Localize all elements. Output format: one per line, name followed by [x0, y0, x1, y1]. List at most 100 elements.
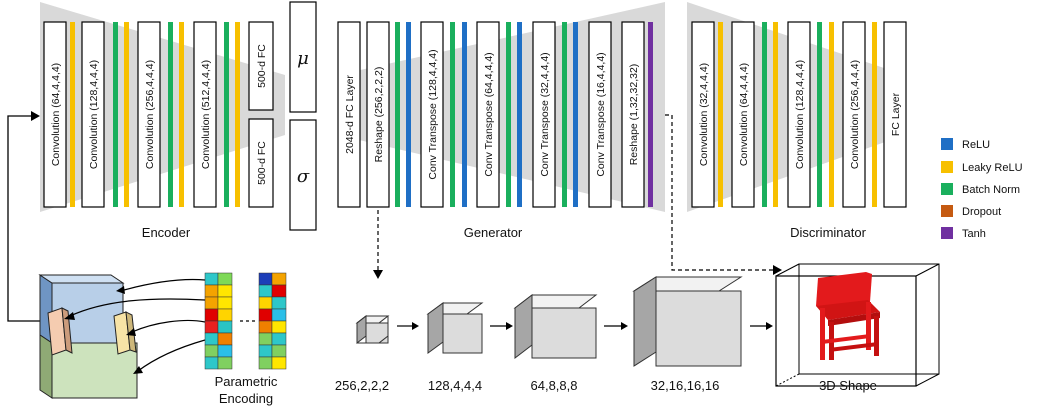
arrowhead-icon — [773, 265, 782, 275]
generator-convt-4 — [588, 21, 612, 208]
batch-norm-bar — [395, 22, 400, 207]
legend-swatch-relu — [941, 138, 953, 150]
volume-4-label: 32,16,16,16 — [651, 378, 720, 393]
sigma-box — [289, 119, 317, 231]
volume-2-face — [442, 313, 483, 354]
generator-convt-3-label: Conv Transpose (32,4,4,4) — [539, 52, 551, 176]
heatmap-cell — [258, 308, 273, 322]
fc-sigma-label: 500-d FC — [256, 141, 268, 185]
heatmap-cell — [271, 308, 287, 322]
volume-1-edge — [356, 315, 389, 344]
leaky-relu-bar — [829, 22, 834, 207]
generator-reshape-1-label: Reshape (256,2,2,2) — [373, 67, 385, 163]
parametric-label-line2: Encoding — [219, 391, 273, 406]
heatmap-cell — [271, 296, 287, 310]
batch-norm-bar — [762, 22, 767, 207]
volume-2-label: 128,4,4,4 — [428, 378, 482, 393]
heatmap-cell — [258, 296, 273, 310]
mu-box — [289, 1, 317, 113]
disc-conv-4-label: Convolution (256,4,4,4) — [849, 60, 861, 169]
heatmap-cell — [271, 284, 287, 298]
heatmap-cell — [217, 332, 233, 346]
heatmap-cell — [204, 320, 219, 334]
parametric-encoding-heatmap-2 — [258, 272, 287, 370]
legend-label-batch-norm: Batch Norm — [962, 184, 1020, 196]
volume-4-face — [655, 290, 742, 367]
heatmap-cell — [204, 272, 219, 286]
heatmap-cell — [217, 320, 233, 334]
batch-norm-bar — [817, 22, 822, 207]
leaky-relu-bar — [235, 22, 240, 207]
batch-norm-bar — [168, 22, 173, 207]
generator-reshape-2-label: Reshape (1,32,32,32) — [628, 64, 640, 166]
generator-block: 2048-d FC Layer Reshape (256,2,2,2) Conv… — [337, 2, 665, 240]
legend-label-relu: ReLU — [962, 139, 990, 151]
legend-label-dropout: Dropout — [962, 206, 1001, 218]
batch-norm-bar — [224, 22, 229, 207]
fc-sigma-box — [248, 118, 274, 208]
tanh-bar — [648, 22, 653, 207]
shape-cube-edge — [915, 263, 940, 277]
relu-bar — [517, 22, 522, 207]
heatmap-cell — [204, 344, 219, 358]
shape-cube-edge — [915, 373, 940, 387]
relu-bar — [462, 22, 467, 207]
voxel-chair-leg — [820, 308, 825, 360]
generator-to-shape-connector — [665, 114, 774, 271]
shape-cube-edge — [775, 373, 800, 387]
volume-1-face — [365, 322, 389, 344]
generator-reshape-1 — [366, 21, 390, 208]
parametric-arrows — [64, 279, 206, 374]
volume-3-label: 64,8,8,8 — [531, 378, 578, 393]
disc-conv-3-label: Convolution (128,4,4,4) — [794, 60, 806, 169]
volume-4-side — [633, 276, 657, 367]
encoder-conv-3 — [137, 21, 161, 208]
arrowhead-icon — [31, 111, 40, 121]
generator-convt-3 — [532, 21, 556, 208]
dashed-connectors — [373, 114, 782, 279]
legend: ReLU Leaky ReLU Batch Norm Dropout Tanh — [941, 138, 1023, 240]
parametric-encoding-heatmap-1 — [204, 272, 233, 370]
sigma-symbol: σ — [297, 166, 310, 187]
chair-backrest-top — [38, 274, 125, 284]
leaky-relu-bar — [179, 22, 184, 207]
encoder-conv-2 — [81, 21, 105, 208]
generator-fc — [337, 21, 361, 208]
generator-reshape-2 — [621, 21, 645, 208]
disc-conv-4 — [842, 21, 866, 208]
discriminator-block: Convolution (32,4,4,4) Convolution (64,4… — [687, 2, 907, 240]
parametric-label-line1: Parametric — [215, 374, 278, 389]
volume-2-side — [427, 302, 444, 354]
mu-symbol: μ — [297, 48, 309, 69]
generator-title: Generator — [464, 225, 523, 240]
legend-label-leaky-relu: Leaky ReLU — [962, 162, 1023, 174]
arrowhead-icon — [373, 270, 383, 279]
encoder-conv-1 — [43, 21, 67, 208]
leaky-relu-bar — [773, 22, 778, 207]
heatmap-cell — [204, 308, 219, 322]
leaky-relu-bar — [872, 22, 877, 207]
heatmap-cell — [217, 308, 233, 322]
generator-convt-1 — [420, 21, 444, 208]
disc-conv-2 — [731, 21, 755, 208]
param-arrow-2 — [69, 298, 206, 317]
heatmap-cell — [258, 332, 273, 346]
voxel-chair-leg — [874, 316, 879, 356]
voxel-chair-backrest — [816, 272, 872, 308]
encoder-conv-2-label: Convolution (128,4,4,4) — [88, 60, 100, 169]
heatmap-cell — [217, 284, 233, 298]
legend-swatch-batch-norm — [941, 183, 953, 195]
voxel-chair-stretcher — [829, 342, 878, 352]
generator-convt-4-label: Conv Transpose (16,4,4,4) — [595, 52, 607, 176]
encoder-funnel — [40, 2, 285, 212]
encoder-block: Convolution (64,4,4,4) Convolution (128,… — [40, 1, 317, 240]
heatmap-cell — [204, 356, 219, 370]
arrowhead-icon — [412, 322, 419, 330]
volume-3-face — [531, 307, 597, 359]
heatmap-cell — [204, 284, 219, 298]
generator-fc-label: 2048-d FC Layer — [344, 75, 356, 154]
heatmap-cell — [258, 344, 273, 358]
chair-seat-side — [39, 334, 53, 399]
chair-primitive-model — [38, 274, 138, 399]
arrowhead-icon — [126, 328, 136, 336]
